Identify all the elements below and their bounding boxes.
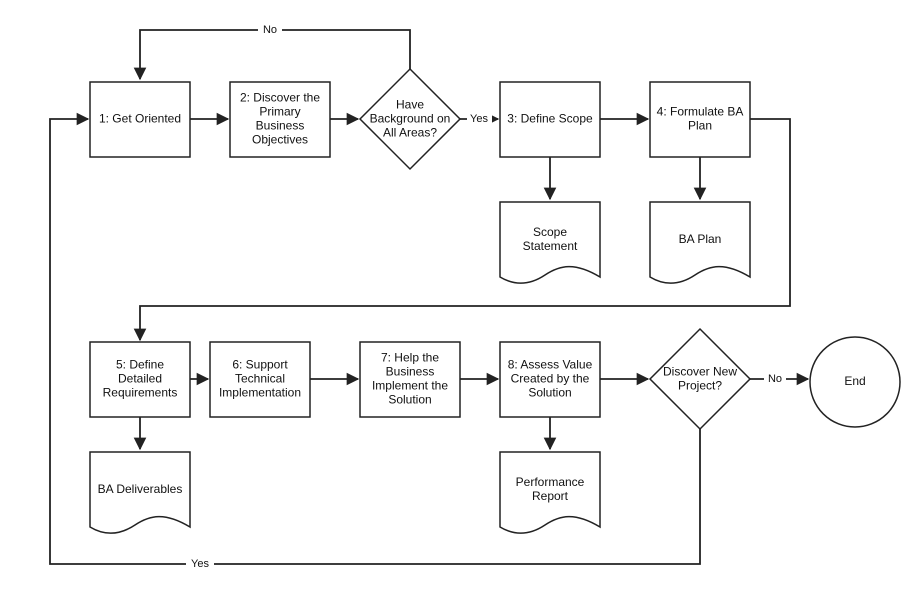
node-label-line: Statement (523, 239, 578, 253)
node-label-line: Detailed (118, 372, 162, 386)
node-label-end: End (844, 374, 865, 388)
node-label-line: 8: Assess Value (508, 358, 593, 372)
node-label-line: Report (532, 489, 569, 503)
document-ba-deliverables: BA Deliverables (89, 451, 191, 534)
node-label-line: Objectives (252, 133, 308, 147)
node-label-line: Performance (516, 475, 585, 489)
node-label-line: 4: Formulate BA (657, 105, 744, 119)
connector-4-5 (133, 118, 791, 342)
node-label-line: Scope (533, 225, 567, 239)
node-label-line: Business (256, 119, 305, 133)
edge-label-background-yes: Yes (470, 113, 488, 125)
connectors: No Yes No Yes (49, 22, 810, 572)
node-label-line: Background on (370, 112, 451, 126)
node-label-line: BA Deliverables (98, 482, 183, 496)
node-label-define-scope: 3: Define Scope (507, 112, 593, 126)
node-label-line: Discover New (663, 365, 737, 379)
node-label-line: Solution (528, 386, 571, 400)
node-label-line: 6: Support (232, 358, 288, 372)
node-label-ba-plan: BA Plan (679, 232, 722, 246)
node-label-get-oriented: 1: Get Oriented (99, 112, 181, 126)
node-label-line: Created by the (511, 372, 590, 386)
terminal-end: End (809, 336, 901, 428)
node-label-line: Project? (678, 379, 722, 393)
node-label-line: Implement the (372, 379, 448, 393)
step-1-get-oriented: 1: Get Oriented (89, 81, 191, 158)
node-label-ba-deliverables: BA Deliverables (98, 482, 183, 496)
node-label-line: Technical (235, 372, 285, 386)
node-label-line: 3: Define Scope (507, 112, 593, 126)
node-label-line: Solution (388, 393, 431, 407)
node-label-line: All Areas? (383, 126, 437, 140)
node-label-line: Implementation (219, 386, 301, 400)
step-3-define-scope: 3: Define Scope (499, 81, 601, 158)
node-label-line: 7: Help the (381, 351, 439, 365)
edge-label-new-project-no: No (768, 373, 782, 385)
edge-label-background-no: No (263, 24, 277, 36)
edge-label-new-project-yes: Yes (191, 558, 209, 570)
node-label-line: 2: Discover the (240, 91, 320, 105)
node-label-line: Requirements (103, 386, 178, 400)
node-label-line: 5: Define (116, 358, 164, 372)
document-ba-plan: BA Plan (649, 201, 751, 284)
connector-new-project-yes (49, 112, 701, 565)
node-label-line: Primary (259, 105, 300, 119)
node-label-line: 1: Get Oriented (99, 112, 181, 126)
node-label-line: Have (396, 98, 424, 112)
node-label-line: Plan (688, 119, 712, 133)
node-label-line: Business (386, 365, 435, 379)
node-label-line: End (844, 374, 865, 388)
node-label-line: BA Plan (679, 232, 722, 246)
